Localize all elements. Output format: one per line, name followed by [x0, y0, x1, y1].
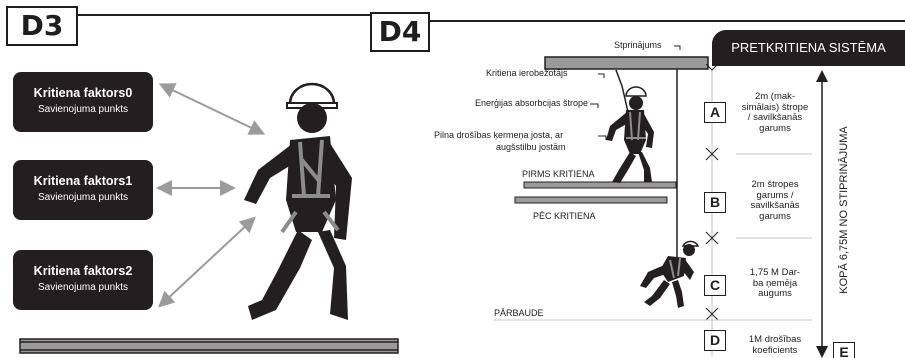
factor-card-0: Kritiena faktors0 Savienojuma punkts — [13, 72, 153, 132]
before-fall-label: PIRMS KRITIENA — [522, 169, 595, 179]
harness-label-line1: Pilna drošības ķermeņa josta, ar — [434, 130, 564, 140]
d3-title: D3 — [20, 9, 64, 42]
d4-top-rule — [430, 20, 905, 22]
anchor-beam — [544, 56, 709, 70]
worker-figure-after — [640, 240, 700, 308]
segment-letter-a: A — [704, 102, 726, 123]
d4-title: D4 — [378, 15, 422, 48]
d3-title-box: D3 — [6, 6, 78, 46]
segment-desc-c: 1,75 M Dar- ba ņemēja augums — [749, 267, 801, 299]
segment-letter-e: E — [833, 342, 855, 358]
factor-card-2: Kritiena faktors2 Savienojuma punkts — [13, 250, 153, 310]
worker-figure-large — [244, 82, 352, 320]
system-header: PRETKRITIENA SISTĒMA — [712, 30, 905, 66]
factor-subtitle: Savienojuma punkts — [37, 104, 129, 115]
check-label: PĀRBAUDE — [494, 308, 544, 318]
factor-card-1: Kritiena faktors1 Savienojuma punkts — [13, 160, 153, 220]
fall-limiter-label: Kritiena ierobežotājs — [486, 68, 568, 78]
segment-letter-c: C — [704, 275, 726, 296]
arrow-factor-2 — [158, 216, 256, 308]
segment-desc-b: 2m štropes garums / savilkšanās garums — [750, 179, 800, 222]
worker-figure-before — [606, 69, 654, 183]
d3-top-rule — [78, 14, 370, 16]
anchor-label: Stprinājums — [614, 40, 662, 50]
segment-desc-d: 1M drošības koeficients — [748, 334, 802, 356]
platform-before — [523, 181, 677, 189]
absorber-label: Enerģijas absorbcijas štrope — [475, 98, 589, 108]
factor-subtitle: Savienojuma punkts — [37, 282, 129, 293]
system-header-text: PRETKRITIENA SISTĒMA — [731, 40, 886, 55]
arrow-factor-0 — [158, 83, 266, 135]
factor-title: Kritiena faktors0 — [33, 86, 133, 100]
harness-label-line2: augšstilbu jostām — [496, 142, 566, 152]
factor-title: Kritiena faktors2 — [33, 264, 133, 278]
segment-letter-d: D — [704, 330, 726, 351]
platform-after — [514, 196, 668, 204]
after-fall-label: PĒC KRITIENA — [533, 211, 596, 221]
segment-letter-b: B — [704, 192, 726, 213]
factor-title: Kritiena faktors1 — [33, 174, 133, 188]
d4-title-box: D4 — [370, 12, 430, 52]
factor-subtitle: Savienojuma punkts — [37, 192, 129, 203]
segment-desc-a: 2m (mak- simālais) štrope / savilkšanās … — [741, 91, 809, 134]
